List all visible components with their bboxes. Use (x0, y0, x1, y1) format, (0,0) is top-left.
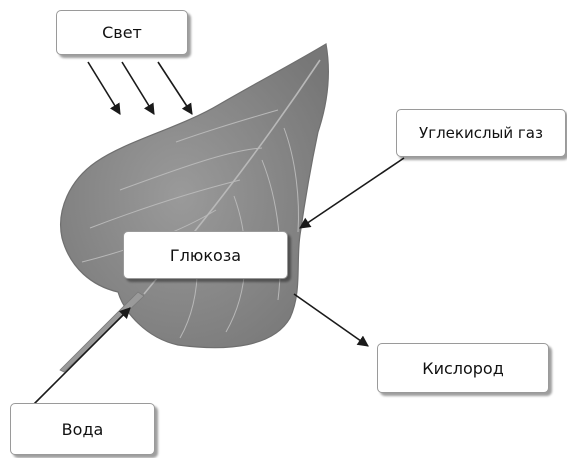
light-arrow-2 (121, 61, 155, 115)
water-label: Вода (61, 419, 104, 439)
co2-arrow (299, 157, 405, 229)
carbon-dioxide-label-box: Углекислый газ (396, 109, 566, 157)
light-arrow-1 (87, 61, 121, 115)
leaf-stem (59, 291, 145, 373)
leaf-blade (60, 43, 330, 349)
oxygen-label: Кислород (422, 358, 504, 378)
arrows (31, 61, 405, 407)
light-arrow-3 (157, 61, 193, 115)
oxygen-arrow (293, 293, 369, 347)
glucose-label: Глюкоза (169, 245, 242, 265)
water-label-box: Вода (10, 403, 155, 455)
leaf-illustration (59, 43, 330, 373)
water-arrow (31, 307, 131, 407)
light-label-box: Свет (56, 10, 188, 55)
carbon-dioxide-label: Углекислый газ (419, 124, 543, 142)
glucose-label-box: Глюкоза (123, 231, 288, 279)
oxygen-label-box: Кислород (377, 343, 549, 393)
light-label: Свет (102, 23, 142, 42)
